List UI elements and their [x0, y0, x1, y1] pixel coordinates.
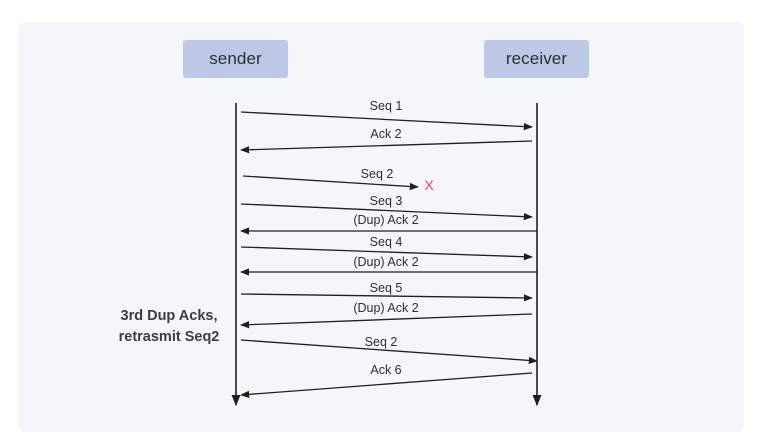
message-label: (Dup) Ack 2	[353, 301, 418, 315]
message-label: Ack 6	[370, 363, 401, 377]
message-label: Ack 2	[370, 127, 401, 141]
message-label: Seq 1	[370, 99, 403, 113]
message-arrow	[240, 372, 533, 399]
message-arrow	[240, 111, 533, 131]
sender-box: sender	[183, 40, 288, 78]
diagram-panel	[18, 22, 744, 432]
message-arrow	[240, 293, 533, 302]
loss-marker: X	[424, 177, 434, 193]
message-arrow	[240, 339, 538, 365]
message-arrow	[242, 175, 419, 191]
message-arrow	[240, 246, 533, 261]
message-label: Seq 2	[365, 335, 398, 349]
retransmit-note-line1: 3rd Dup Acks,	[120, 308, 218, 324]
messages-layer: Seq 1 Ack 2 Seq 2 Seq 3 (Dup) Ack 2 Seq 4 (Dup…	[240, 99, 538, 399]
message-arrow	[240, 313, 533, 329]
message-label: Seq 2	[361, 167, 394, 181]
message-label: Seq 4	[370, 235, 403, 249]
retransmit-note: 3rd Dup Acks, retrasmit Seq2	[104, 306, 234, 348]
retransmit-note-line2: retrasmit Seq2	[118, 329, 220, 345]
message-label: Seq 3	[370, 194, 403, 208]
message-arrow	[240, 203, 533, 221]
message-label: (Dup) Ack 2	[353, 213, 418, 227]
message-arrow	[240, 140, 533, 154]
receiver-box: receiver	[484, 40, 589, 78]
message-label: (Dup) Ack 2	[353, 255, 418, 269]
message-label: Seq 5	[370, 281, 403, 295]
